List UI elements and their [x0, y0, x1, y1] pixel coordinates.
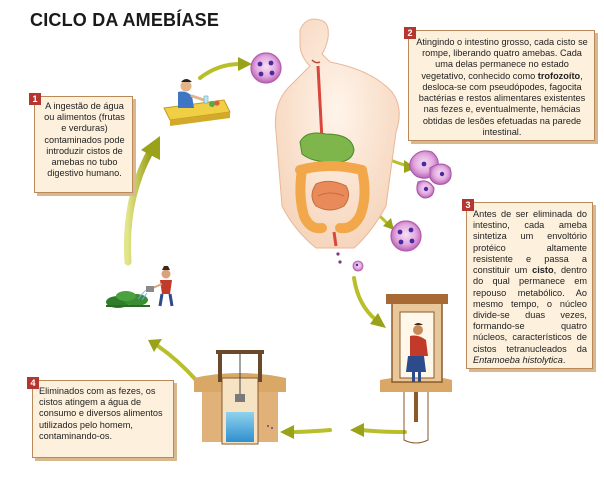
cycle-arrow-2-to-3 [352, 276, 386, 328]
step-2-box: 2 Atingindo o intestino grosso, cada cis… [404, 27, 595, 141]
step-1-text: A ingestão de água ou alimentos (frutas … [44, 101, 125, 179]
cycle-arrow-1-to-2 [198, 57, 252, 80]
person-drinking-illustration [163, 79, 231, 126]
step-3-badge: 3 [462, 199, 474, 211]
human-digestive-tract-illustration [274, 18, 400, 264]
step-3-text: Antes de ser eliminada do intestino, cad… [473, 209, 587, 365]
small-cyst-icon [352, 260, 364, 272]
step-3-box: 3 Antes de ser eliminada do intestino, c… [462, 199, 593, 369]
term-trophozoite: trofozoíto [537, 70, 581, 81]
step-4-text: Eliminados com as fezes, os cistos ating… [39, 386, 163, 441]
step-1-box: 1 A ingestão de água ou alimentos (fruta… [29, 93, 133, 193]
cycle-arrow-3-to-4 [280, 423, 407, 439]
well-illustration [194, 350, 286, 445]
farmer-watering-illustration [106, 266, 174, 308]
step-4-badge: 4 [27, 377, 39, 389]
cycle-arrow-4-to-1 [148, 339, 198, 382]
step-2-badge: 2 [404, 27, 416, 39]
term-cyst: cisto [532, 265, 554, 276]
cycle-arrow-left-upward [124, 136, 160, 266]
step-2-text: Atingindo o intestino grosso, cada cisto… [416, 37, 588, 137]
step-1-badge: 1 [29, 93, 41, 105]
trophozoite-amoebas-icon [409, 150, 452, 199]
outhouse-illustration [380, 294, 452, 444]
tetranucleate-cyst-icon [390, 220, 422, 252]
step-4-box: 4 Eliminados com as fezes, os cistos ati… [27, 377, 174, 458]
diagram-title: CICLO DA AMEBÍASE [30, 10, 220, 30]
term-species: Entamoeba histolytica [473, 354, 563, 365]
ingested-cyst-icon [250, 52, 282, 84]
